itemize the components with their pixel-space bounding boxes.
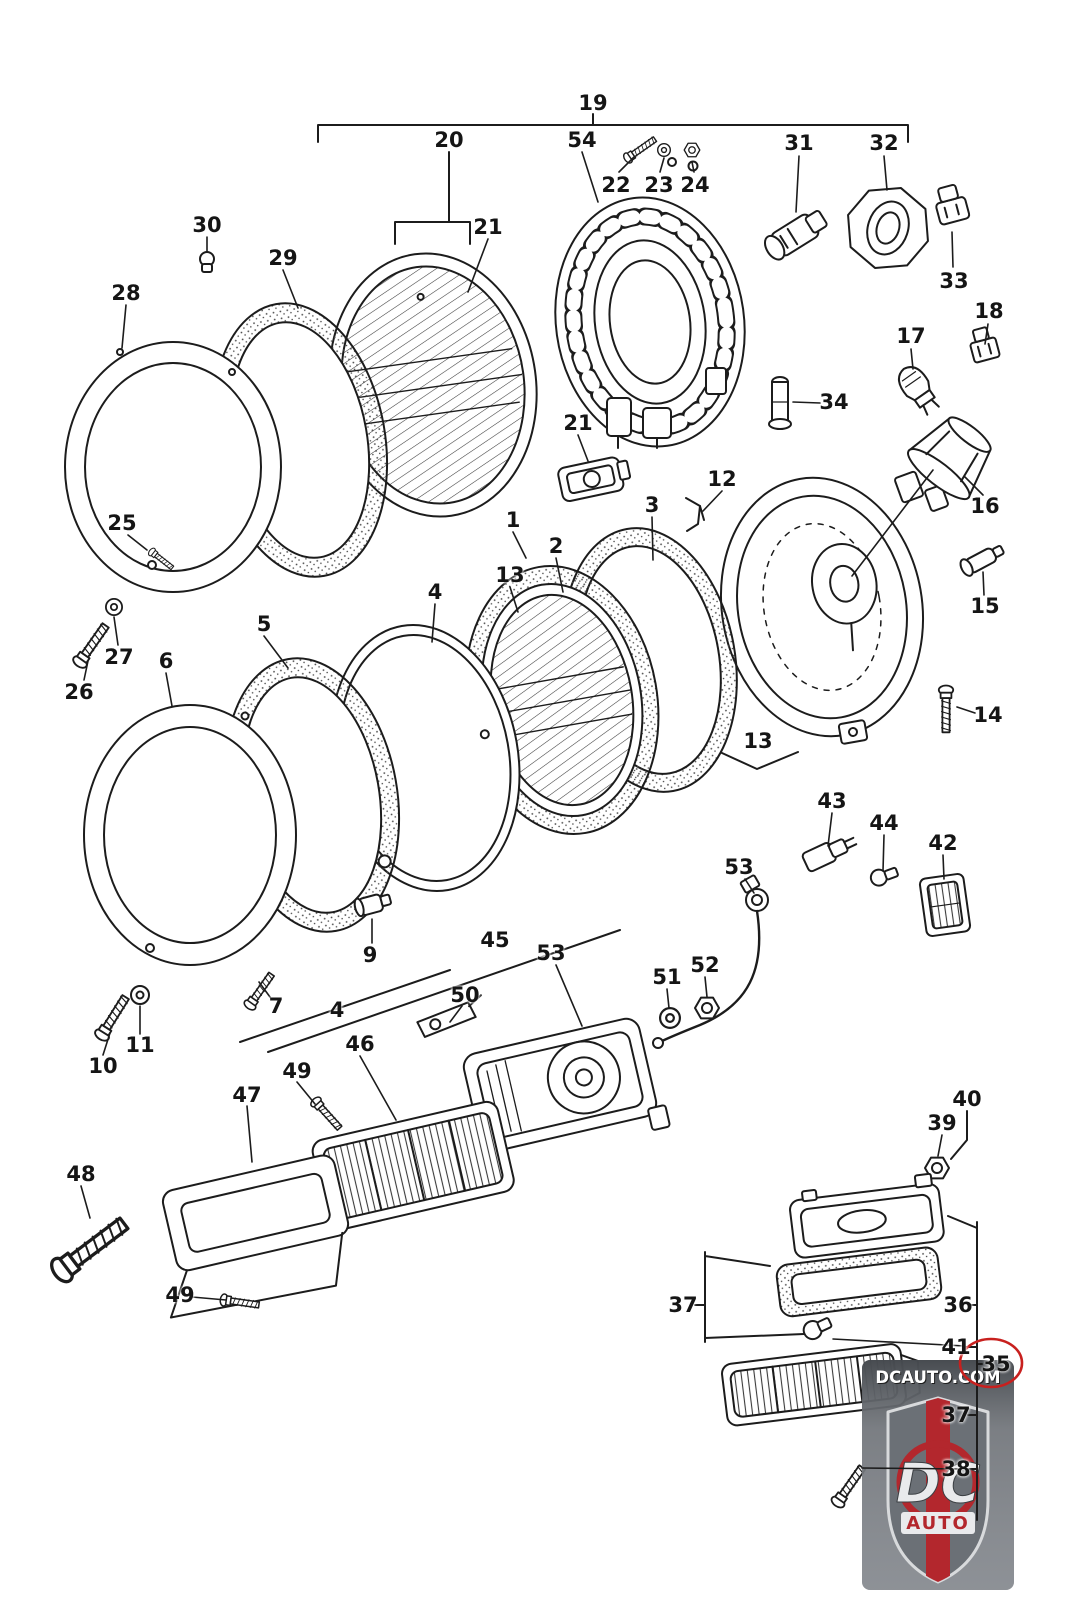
part-label-16: 16 [970,494,1000,518]
part-label-37: 37 [941,1403,971,1427]
part-label-10: 10 [88,1054,118,1078]
part-label-2: 2 [548,534,564,558]
bulb-15 [959,544,1005,577]
part-label-21: 21 [563,411,593,435]
part-label-19: 19 [578,91,608,115]
part-label-50: 50 [450,983,480,1007]
grommet-9 [353,893,392,918]
marker-lens-35 [721,1343,921,1427]
part-label-4: 4 [427,580,443,604]
part-label-49: 49 [282,1059,312,1083]
part-label-12: 12 [707,467,737,491]
marker-frame-37 [775,1246,943,1318]
part-label-13: 13 [495,563,525,587]
part-label-1: 1 [505,508,521,532]
connector-18 [969,326,1001,364]
part-label-28: 28 [111,281,141,305]
connector-33 [935,183,971,226]
bracket-lines [239,113,983,1521]
part-label-5: 5 [256,612,272,636]
part-label-47: 47 [232,1083,262,1107]
part-label-14: 14 [973,703,1003,727]
logo-auto-text: AUTO [906,1513,970,1534]
part-label-24: 24 [680,173,710,197]
part-label-21: 21 [473,215,503,239]
part-label-29: 29 [268,246,298,270]
cap-30 [199,251,215,273]
watermark-text: DCAUTO.COM [875,1368,1000,1387]
bulb-socket-53 [652,874,769,1049]
rubber-boot-16 [907,416,992,501]
part-label-41: 41 [941,1335,971,1359]
highlight-circle-35 [958,1337,1024,1389]
part-label-26: 26 [64,680,94,704]
part-label-54: 54 [567,128,597,152]
leader-lines [80,151,989,1470]
part-label-46: 46 [345,1032,375,1056]
part-label-32: 32 [869,131,899,155]
part-label-44: 44 [869,811,899,835]
part-label-51: 51 [652,965,682,989]
bulb-holder-31 [763,210,828,261]
part-label-39: 39 [927,1111,957,1135]
mounting-bowl-54 [554,196,746,449]
part-label-23: 23 [644,173,674,197]
part-label-9: 9 [362,943,378,967]
logo-dc-text: DC [896,1452,981,1515]
part-label-13: 13 [743,729,773,753]
part-label-40: 40 [952,1087,982,1111]
part-label-49: 49 [165,1283,195,1307]
spring-clip-12 [685,497,705,532]
part-label-34: 34 [819,390,849,414]
washer-23 [657,142,677,167]
part-label-25: 25 [107,511,137,535]
part-label-30: 30 [192,213,222,237]
part-label-33: 33 [939,269,969,293]
fog-lamp-45 [462,1017,671,1153]
part-label-17: 17 [896,324,926,348]
marker-housing-36 [789,1172,945,1259]
part-label-42: 42 [928,831,958,855]
turn-signal-lens-46 [311,1100,515,1231]
trim-ring-6 [83,704,297,966]
part-label-6: 6 [158,649,174,673]
part-label-45: 45 [480,928,510,952]
lens-42 [918,872,972,938]
part-label-35: 35 [981,1352,1011,1376]
part-label-27: 27 [104,645,134,669]
part-label-52: 52 [690,953,720,977]
bulb-44 [869,866,899,887]
part-label-7: 7 [268,994,284,1018]
watermark-shadow: DCAUTO.COM [876,1369,1001,1388]
screw-pin-34 [768,376,792,430]
part-label-18: 18 [974,299,1004,323]
part-label-15: 15 [970,594,1000,618]
part-label-53: 53 [536,941,566,965]
part-label-43: 43 [817,789,847,813]
trim-ring-28 [64,341,282,593]
bracket-50 [416,994,482,1038]
retainer-clamp-21 [557,456,632,503]
part-label-38: 38 [941,1457,971,1481]
part-label-31: 31 [784,131,814,155]
connector-43 [801,836,858,873]
part-label-20: 20 [434,128,464,152]
headlamp-bucket-13 [719,470,949,745]
part-label-22: 22 [601,173,631,197]
bulb-17 [898,366,940,416]
headlamp-cap-32 [847,187,929,269]
part-label-37: 37 [668,1293,698,1317]
part-label-48: 48 [66,1162,96,1186]
part-label-53: 53 [724,855,754,879]
part-label-11: 11 [125,1033,155,1057]
lamp-housing-47 [161,1154,350,1319]
part-label-3: 3 [644,493,660,517]
part-label-4: 4 [329,998,345,1022]
part-label-36: 36 [943,1293,973,1317]
